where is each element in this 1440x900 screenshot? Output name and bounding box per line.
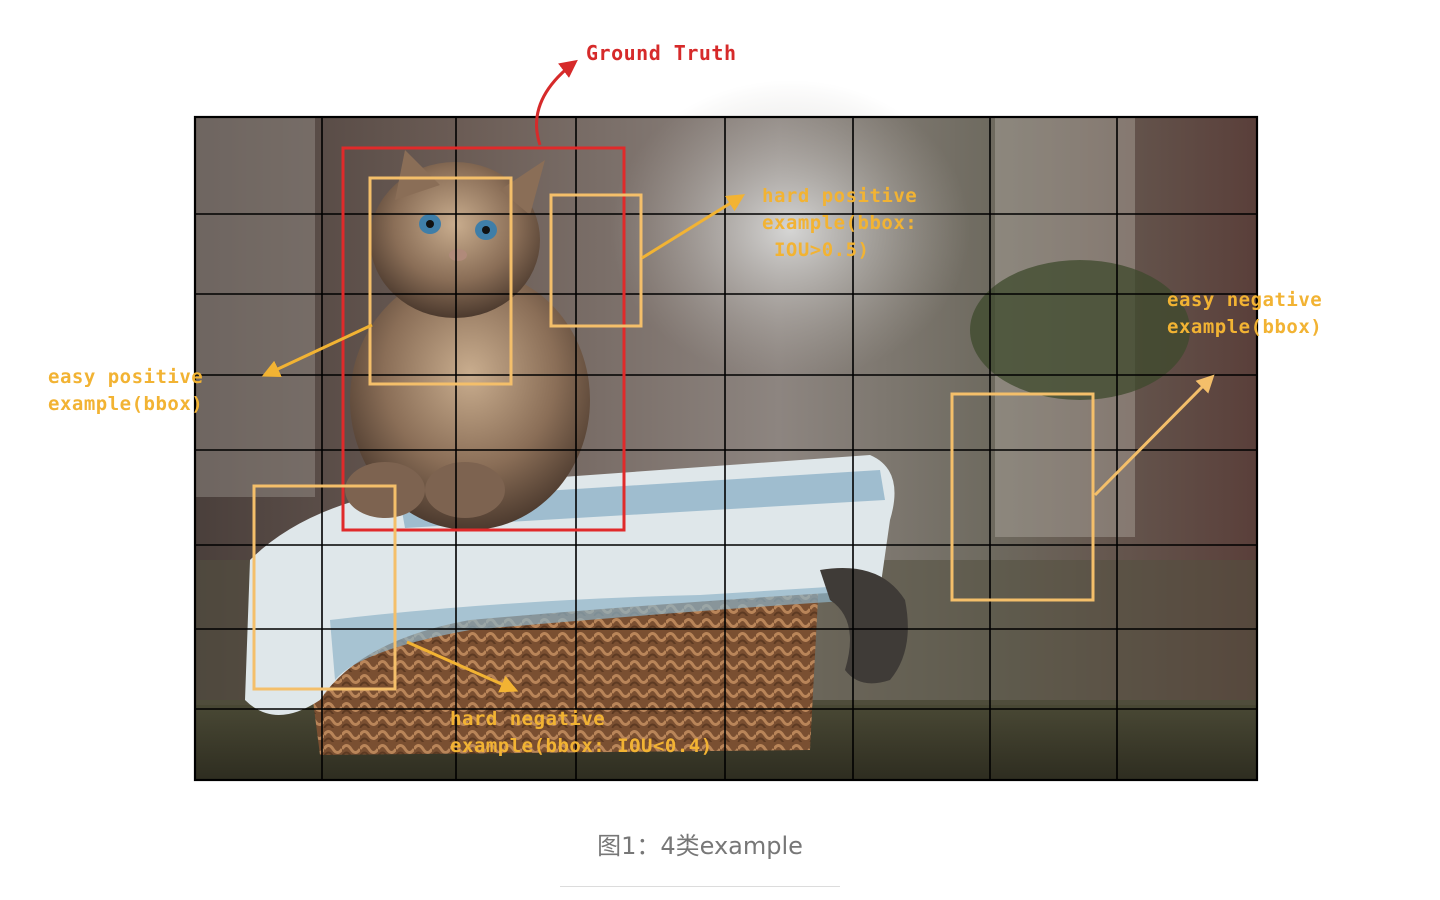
hard-negative-arrow [406, 640, 519, 693]
easy-positive-box [368, 176, 513, 386]
easy-positive-arrow [261, 323, 373, 378]
ground-truth-label: Ground Truth [586, 41, 737, 65]
easy-negative-box [950, 392, 1095, 602]
hard-positive-arrow [641, 194, 746, 260]
easy-positive-label: easy positive example(bbox) [48, 366, 204, 415]
easy-negative-arrow [1093, 374, 1215, 497]
caption-divider [560, 886, 840, 887]
hard-positive-label: hard positive example(bbox: IOU>0.5) [762, 185, 918, 261]
hard-positive-box [549, 193, 643, 328]
ground-truth-arrow [535, 59, 578, 146]
hard-negative-box [252, 484, 397, 691]
easy-negative-label: easy negative example(bbox) [1167, 289, 1323, 338]
example-boxes [252, 176, 1095, 691]
grid-overlay [193, 115, 1259, 782]
figure-canvas [193, 59, 1259, 782]
hard-negative-label: hard negative example(bbox: IOU<0.4) [450, 708, 713, 757]
figure-caption: 图1：4类example [597, 832, 803, 860]
kitten-photo [195, 80, 1257, 780]
